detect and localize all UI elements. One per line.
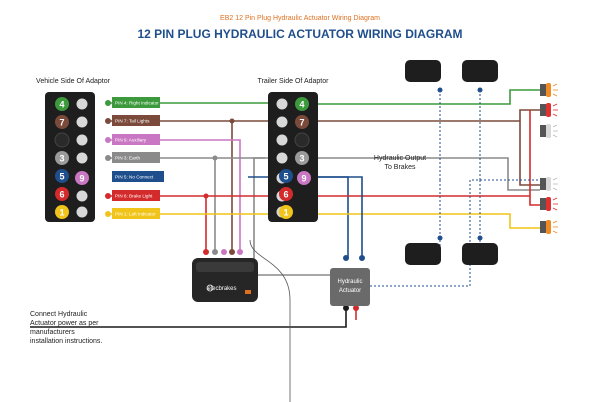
trailer-side-label: Trailer Side Of Adaptor — [258, 78, 330, 85]
vehicle-pin-9 — [75, 171, 89, 185]
label-pin9: PIN 9: Auxiliary — [115, 138, 147, 143]
vehicle-pin-7 — [55, 115, 69, 129]
label-pin3: PIN 3: Earth — [115, 156, 140, 161]
svg-text:manufacturers: manufacturers — [30, 329, 75, 336]
trailer-pin-blank — [294, 132, 310, 148]
trailer-pin-3 — [295, 151, 309, 165]
wire-brown-trailer-run — [318, 109, 540, 186]
hydraulic-output-label: Hydraulic Output — [374, 155, 426, 162]
lamp-right-indicator — [540, 83, 551, 97]
svg-text:1: 1 — [283, 208, 288, 218]
svg-text:1: 1 — [59, 208, 64, 218]
wire-terminals-vehicle — [105, 100, 365, 311]
hydraulic-output-lines — [370, 90, 540, 287]
hydraulic-output-label-2: To Brakes — [384, 164, 416, 171]
vehicle-pin-5 — [55, 169, 69, 183]
controller-brand: elecbrakes — [207, 286, 236, 292]
wheels — [405, 60, 498, 265]
wheel-rear-right — [462, 243, 498, 265]
svg-text:6: 6 — [59, 190, 64, 200]
lamp-left-indicator — [540, 220, 551, 234]
svg-text:Hydraulic: Hydraulic — [337, 279, 362, 285]
lamp-right-tail — [540, 103, 551, 117]
trailer-side-plug: 4 7 3 5 9 6 1 — [268, 92, 318, 222]
power-note: Connect Hydraulic Actuator power as per … — [30, 311, 102, 345]
wire-yellow-trailer-run — [318, 213, 540, 229]
svg-text:5: 5 — [283, 172, 288, 182]
trailer-pin-6 — [279, 187, 293, 201]
wire-green-trailer-run — [318, 89, 540, 105]
svg-text:4: 4 — [59, 100, 64, 110]
wheel-front-left — [405, 60, 441, 82]
trailer-pin-5 — [279, 169, 293, 183]
wire-blue-actuator — [310, 176, 363, 258]
diagram-subtitle: EB2 12 Pin Plug Hydraulic Actuator Wirin… — [220, 15, 380, 22]
svg-text:installation instructions.: installation instructions. — [30, 338, 102, 345]
svg-text:3: 3 — [59, 154, 64, 164]
svg-text:Actuator power as per: Actuator power as per — [30, 320, 99, 327]
wires — [30, 89, 540, 402]
svg-text:3: 3 — [299, 154, 304, 164]
trailer-pin-4 — [295, 97, 309, 111]
vehicle-side-label: Vehicle Side Of Adaptor — [36, 78, 111, 85]
diagram-title: 12 PIN PLUG HYDRAULIC ACTUATOR WIRING DI… — [137, 27, 462, 41]
label-pin5: PIN 5: No Connect — [115, 175, 154, 180]
svg-text:7: 7 — [299, 118, 304, 128]
label-pin7: PIN 7: Tail Lights — [115, 119, 150, 124]
wire-labels: PIN 4: Right Indicator PIN 7: Tail Light… — [112, 97, 164, 219]
svg-text:4: 4 — [299, 100, 304, 110]
wire-power-black — [30, 308, 347, 328]
trailer-pin-1 — [279, 205, 293, 219]
label-pin6: PIN 6: Brake Light — [115, 194, 153, 199]
label-pin4: PIN 4: Right Indicator — [115, 101, 159, 106]
svg-text:6: 6 — [283, 190, 288, 200]
vehicle-pin-blank — [54, 132, 70, 148]
svg-text:7: 7 — [59, 118, 64, 128]
wire-red-trailer-run — [318, 110, 540, 206]
brake-controller: elecbrakes — [192, 258, 258, 302]
svg-text:5: 5 — [59, 172, 64, 182]
lamp-right-reverse — [540, 124, 551, 138]
svg-text:Connect Hydraulic: Connect Hydraulic — [30, 311, 88, 318]
vehicle-pin-1 — [55, 205, 69, 219]
label-pin1: PIN 1: Left Indicator — [115, 212, 156, 217]
vehicle-side-plug: 4 7 3 5 6 1 9 — [45, 92, 95, 222]
wheel-rear-left — [405, 243, 441, 265]
lamp-left-tail — [540, 197, 551, 211]
wheel-front-right — [462, 60, 498, 82]
trailer-pin-7 — [295, 115, 309, 129]
vehicle-pin-4 — [55, 97, 69, 111]
svg-text:Actuator: Actuator — [339, 288, 361, 294]
trailer-pin-9 — [297, 171, 311, 185]
svg-text:9: 9 — [79, 174, 84, 184]
hydraulic-actuator: Hydraulic Actuator — [330, 268, 370, 306]
vehicle-pin-3 — [55, 151, 69, 165]
wire-black-ground — [249, 239, 291, 402]
wire-grey-trailer-run — [318, 157, 540, 191]
svg-text:9: 9 — [301, 174, 306, 184]
trailer-lamps — [540, 83, 558, 234]
vehicle-pin-6 — [55, 187, 69, 201]
lamp-left-reverse — [540, 177, 551, 191]
